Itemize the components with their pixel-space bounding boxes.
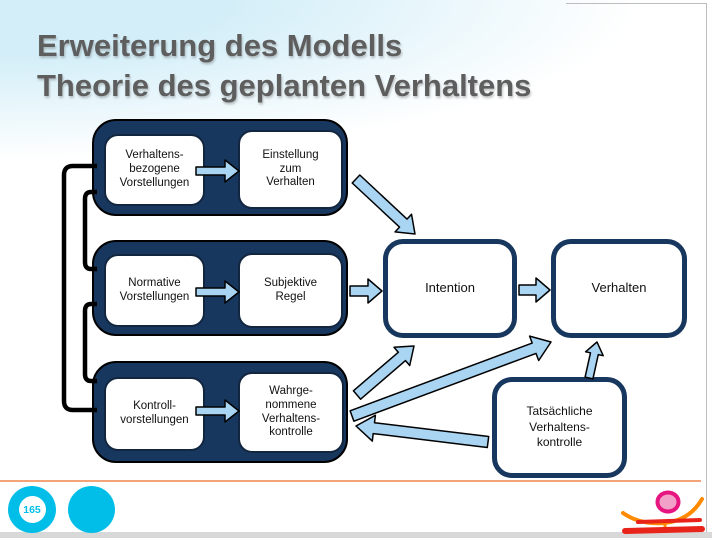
slide-border-bottom bbox=[0, 532, 712, 538]
edge-tatsaechliche-verhaltenskontrolle-to-wahrgenommene-verhaltenskontrolle bbox=[355, 414, 490, 449]
box-verhalten: Verhalten bbox=[551, 239, 687, 338]
footer-divider bbox=[0, 480, 701, 482]
box-normative-vorstellungen: Normative Vorstellungen bbox=[104, 254, 205, 327]
box-intention: Intention bbox=[383, 239, 517, 338]
logo-head bbox=[655, 490, 681, 514]
slide-border-right bbox=[706, 3, 707, 532]
edge-wahrgenommene-verhaltenskontrolle-to-intention bbox=[352, 345, 415, 400]
page-number-badge: 165 bbox=[8, 486, 56, 533]
box-einstellung-zum-verhalten: Einstellung zum Verhalten bbox=[238, 130, 343, 209]
edge-tatsaechliche-verhaltenskontrolle-to-verhalten bbox=[584, 341, 604, 380]
edge-einstellung-zum-verhalten-to-intention bbox=[351, 174, 416, 235]
slide-title: Erweiterung des Modells Theorie des gepl… bbox=[37, 28, 532, 103]
box-kontrollvorstellungen: Kontroll- vorstellungen bbox=[104, 377, 205, 451]
accent-circle bbox=[68, 486, 115, 533]
box-verhaltensbezogene-vorstellungen: Verhaltens- bezogene Vorstellungen bbox=[104, 134, 205, 206]
group-kontrollvorstellungen: Kontroll- vorstellungen Wahrge- nommene … bbox=[92, 361, 348, 463]
box-wahrgenommene-verhaltenskontrolle: Wahrge- nommene Verhaltens- kontrolle bbox=[238, 372, 344, 453]
page-number: 165 bbox=[18, 496, 46, 523]
box-tatsaechliche-verhaltenskontrolle: Tatsächliche Verhaltens- kontrolle bbox=[492, 377, 627, 478]
person-sun-logo bbox=[621, 490, 705, 534]
edge-subjektive-regel-to-intention bbox=[349, 278, 383, 304]
box-subjektive-regel: Subjektive Regel bbox=[238, 253, 343, 328]
logo-line-lower bbox=[622, 526, 705, 534]
group-normative-vorstellungen: Normative Vorstellungen Subjektive Regel bbox=[92, 240, 348, 336]
logo-line-upper bbox=[636, 518, 702, 524]
slide-border-top bbox=[566, 3, 707, 4]
group-verhaltensbezogene-vorstellungen: Verhaltens- bezogene Vorstellungen Einst… bbox=[92, 119, 348, 216]
edge-intention-to-verhalten bbox=[518, 277, 551, 303]
